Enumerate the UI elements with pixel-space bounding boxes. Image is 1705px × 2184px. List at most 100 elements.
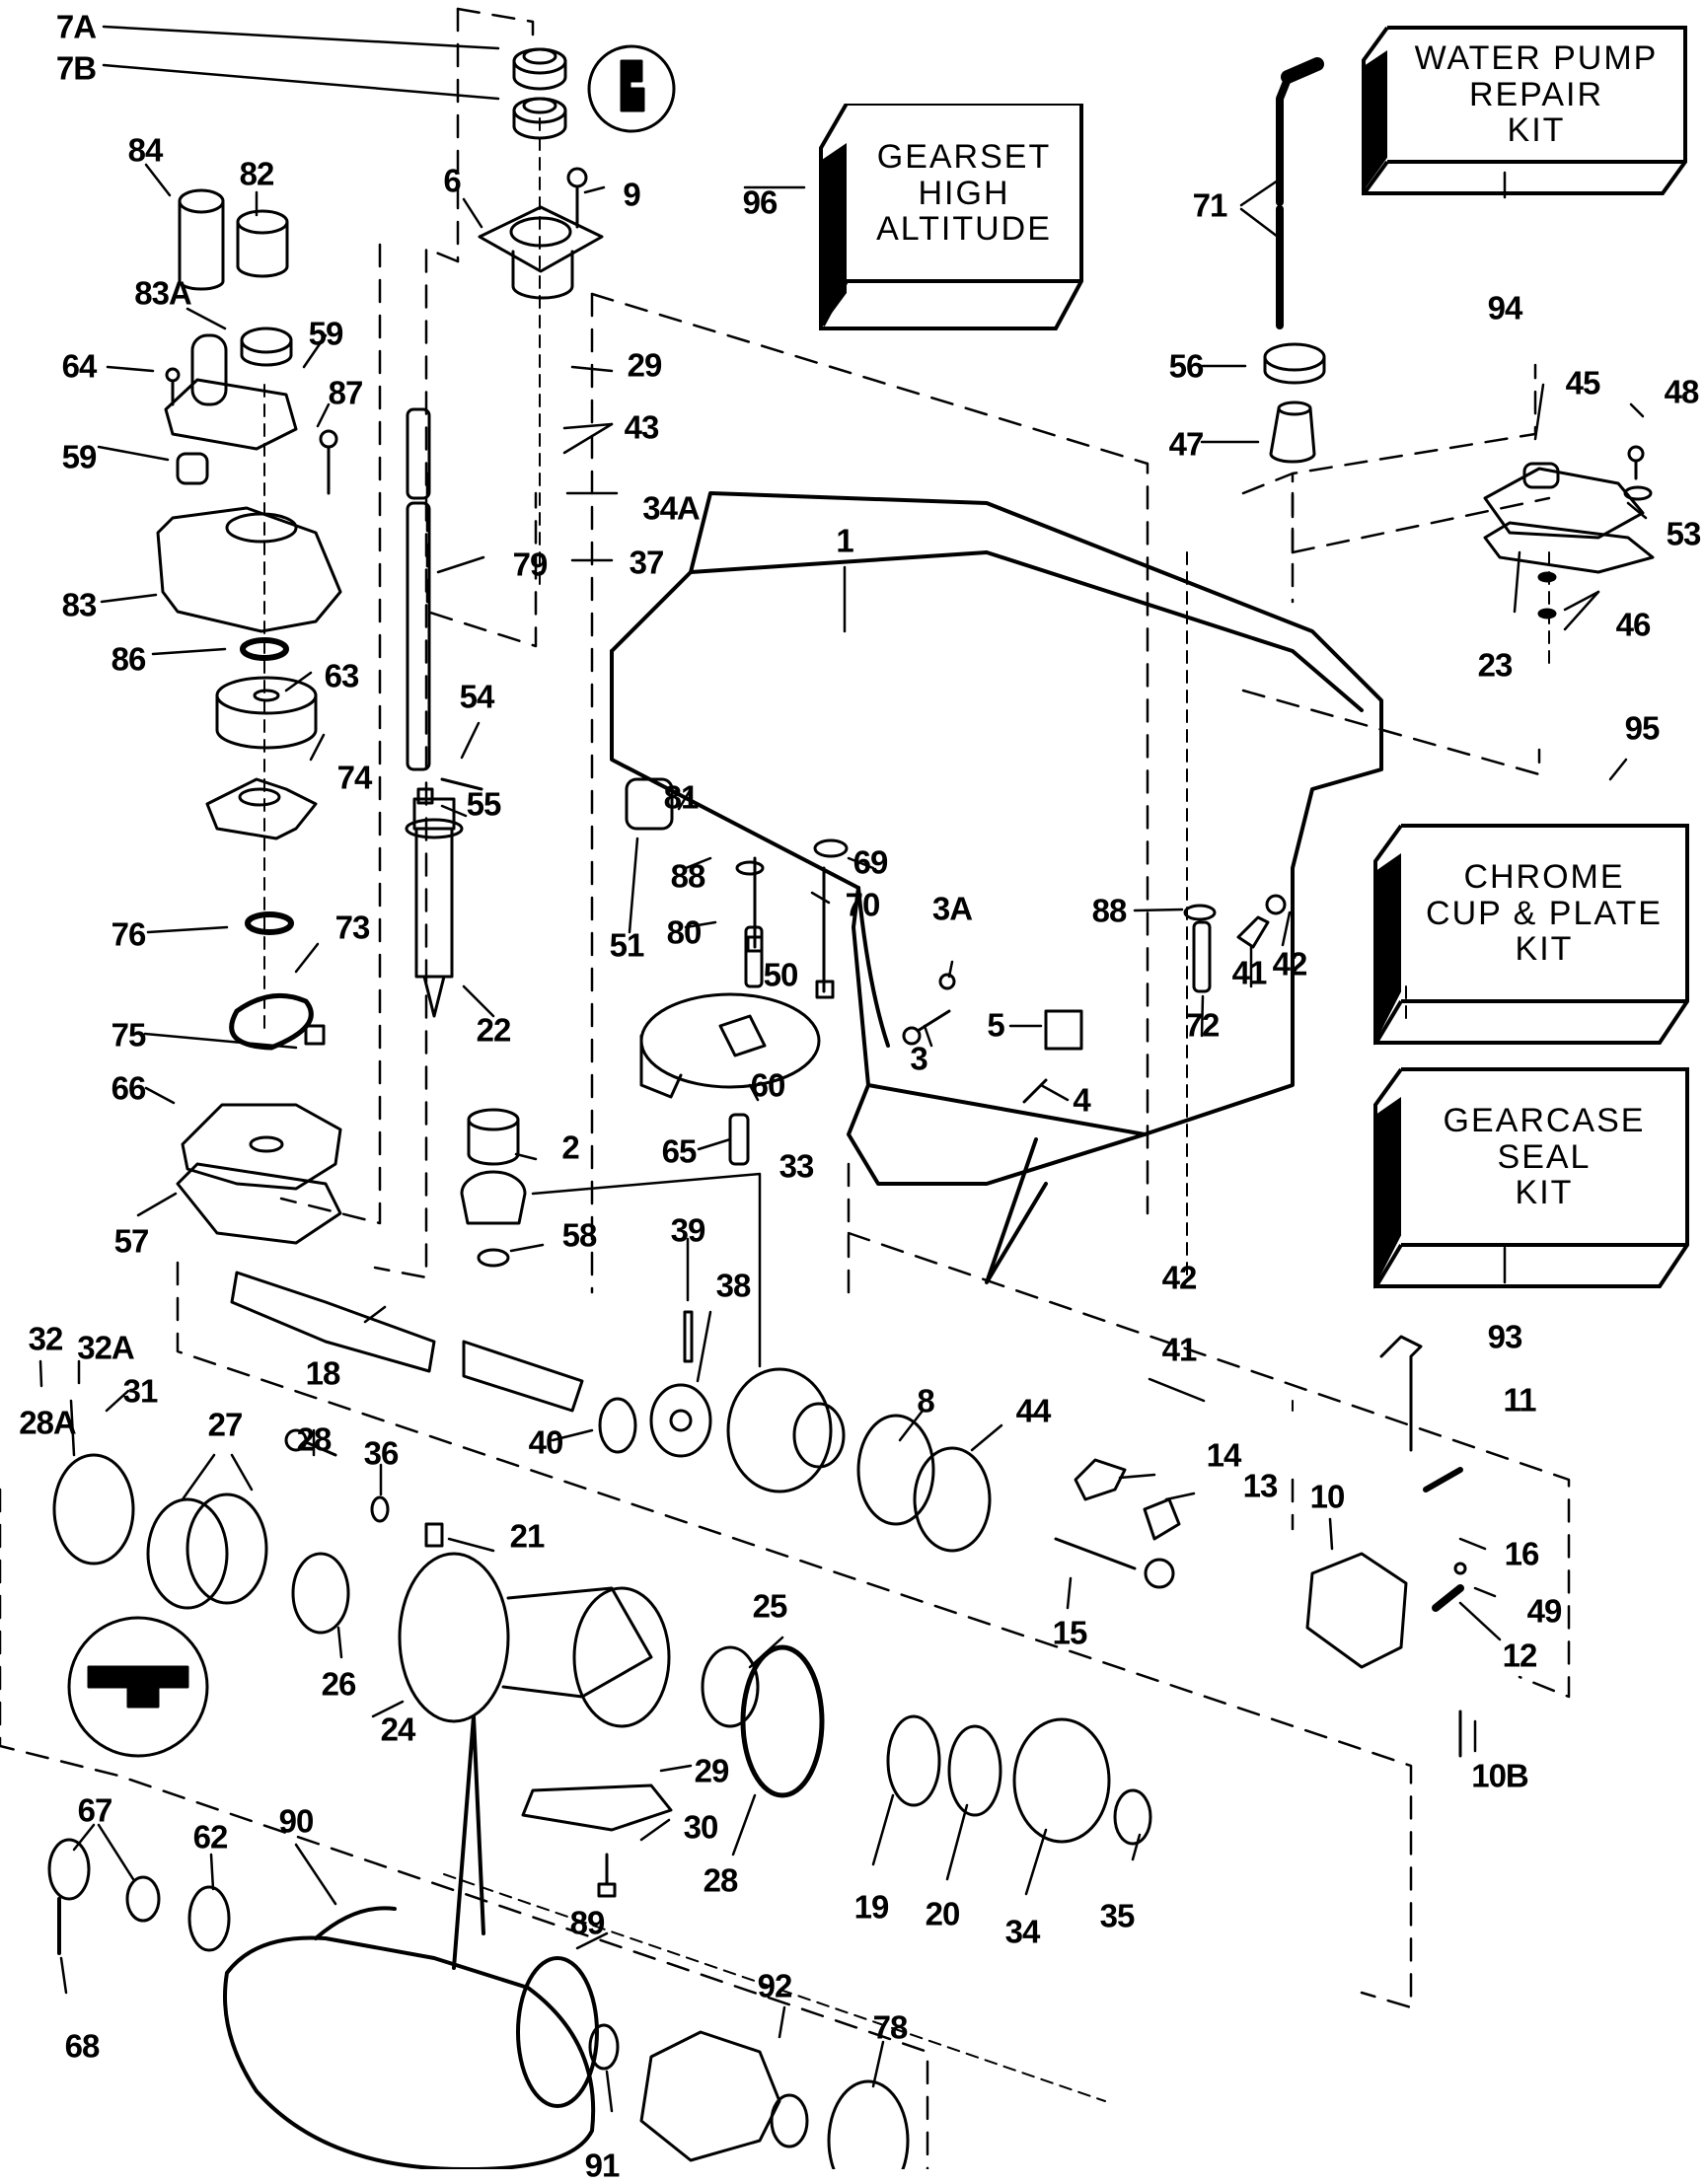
part-callout-89: 89 xyxy=(569,1904,606,1941)
ring-40 xyxy=(598,1397,637,1454)
washer-44 xyxy=(913,1446,992,1553)
pump-top-plate xyxy=(164,333,298,451)
washer-78 xyxy=(827,2079,910,2169)
part-callout-13: 13 xyxy=(1242,1467,1279,1504)
screw-28 xyxy=(284,1428,337,1457)
part-callout-27: 27 xyxy=(207,1406,244,1443)
part-callout-42: 42 xyxy=(1272,945,1308,983)
part-callout-59: 59 xyxy=(308,315,344,352)
screw-72 xyxy=(1192,920,1212,993)
part-callout-82: 82 xyxy=(239,155,275,192)
kit-line: SEAL xyxy=(1497,1137,1592,1176)
key-75 xyxy=(304,1024,326,1046)
impeller-74 xyxy=(205,777,318,840)
part-callout-28a: 28A xyxy=(19,1404,77,1441)
shim-20 xyxy=(947,1724,1002,1817)
spline-washer-67 xyxy=(47,1838,91,1901)
screw-9 xyxy=(566,167,588,229)
part-callout-49: 49 xyxy=(1526,1592,1563,1630)
part-callout-47: 47 xyxy=(1168,425,1205,463)
fitting-41 xyxy=(1236,915,1270,949)
part-callout-83: 83 xyxy=(61,586,98,623)
part-callout-22: 22 xyxy=(476,1011,512,1049)
part-callout-24: 24 xyxy=(380,1711,416,1748)
part-callout-41: 41 xyxy=(1161,1331,1198,1368)
seal-27a xyxy=(146,1497,229,1610)
shift-detent-14 xyxy=(1074,1458,1127,1501)
part-callout-31: 31 xyxy=(122,1372,159,1410)
part-callout-7a: 7A xyxy=(55,8,97,45)
part-callout-63: 63 xyxy=(324,657,360,694)
bearing-26 xyxy=(291,1552,350,1635)
plate-29 xyxy=(521,1784,673,1832)
pump-plate-66 xyxy=(181,1103,342,1191)
kit-label: CHROME CUP & PLATE KIT xyxy=(1401,826,1687,1001)
part-callout-45: 45 xyxy=(1565,364,1601,401)
nut-62 xyxy=(187,1885,231,1952)
part-callout-33: 33 xyxy=(778,1147,815,1185)
washer-36 xyxy=(370,1495,390,1523)
part-callout-56: 56 xyxy=(1168,347,1205,385)
kit-line: KIT xyxy=(1515,1174,1574,1212)
part-callout-74: 74 xyxy=(336,759,373,796)
screw-30 xyxy=(597,1853,617,1898)
trim-tab-60 xyxy=(639,992,821,1099)
kit-gearset-high-altitude: GEARSET HIGH ALTITUDE xyxy=(819,104,1083,330)
part-callout-8: 8 xyxy=(917,1382,934,1420)
part-callout-25: 25 xyxy=(752,1587,788,1625)
part-callout-42: 42 xyxy=(1161,1259,1198,1296)
part-callout-34: 34 xyxy=(1004,1913,1041,1950)
washer-69 xyxy=(813,838,849,858)
ball-49 xyxy=(1453,1562,1467,1575)
part-callout-46: 46 xyxy=(1615,606,1652,643)
thrust-hub-92 xyxy=(639,2030,809,2162)
part-callout-39: 39 xyxy=(670,1211,706,1249)
ring-86 xyxy=(240,637,289,661)
shift-yoke-13 xyxy=(1143,1497,1181,1541)
nut-3a xyxy=(938,973,956,990)
part-callout-62: 62 xyxy=(192,1818,229,1856)
kit-line: GEARSET xyxy=(876,137,1052,176)
forward-gear xyxy=(726,1367,846,1493)
kit-line: REPAIR xyxy=(1468,75,1604,113)
part-callout-72: 72 xyxy=(1184,1006,1221,1044)
part-callout-60: 60 xyxy=(750,1066,786,1104)
part-callout-7b: 7B xyxy=(55,49,97,87)
part-callout-54: 54 xyxy=(459,678,495,715)
pin-55 xyxy=(416,787,434,805)
bushing-59 xyxy=(176,452,209,485)
kit-water-pump-repair: WATER PUMP REPAIR KIT xyxy=(1362,26,1687,195)
kit-number-95: 95 xyxy=(1624,709,1661,747)
kit-label: WATER PUMP REPAIR KIT xyxy=(1387,28,1685,162)
part-callout-28: 28 xyxy=(296,1420,333,1458)
spring-12 xyxy=(1432,1584,1464,1612)
kit-line: WATER PUMP xyxy=(1414,38,1659,77)
kit-line: GEARCASE xyxy=(1443,1101,1646,1139)
part-callout-88: 88 xyxy=(1091,892,1128,929)
part-callout-29: 29 xyxy=(627,346,663,384)
part-callout-41: 41 xyxy=(1231,954,1268,991)
leader-lines xyxy=(38,25,1648,2113)
kit-gearcase-seal: GEARCASE SEAL KIT xyxy=(1373,1067,1689,1289)
part-callout-20: 20 xyxy=(925,1895,961,1932)
part-callout-55: 55 xyxy=(466,785,502,823)
part-callout-90: 90 xyxy=(278,1802,315,1840)
bearing-25 xyxy=(701,1645,760,1728)
impeller-cup-63 xyxy=(215,676,318,750)
part-callout-9: 9 xyxy=(623,176,640,213)
kit-box-outline xyxy=(1373,1067,1689,1288)
screw-87 xyxy=(319,429,338,495)
part-callout-65: 65 xyxy=(661,1132,698,1170)
part-callout-66: 66 xyxy=(111,1069,147,1107)
bolt-80 xyxy=(744,925,764,988)
part-callout-21: 21 xyxy=(509,1517,546,1555)
washer-53 xyxy=(1623,485,1653,501)
propshaft-18 xyxy=(230,1271,584,1413)
washers-46 xyxy=(1537,571,1557,619)
kit-line: KIT xyxy=(1515,930,1574,969)
seal-7b xyxy=(512,97,567,140)
part-callout-83a: 83A xyxy=(134,274,192,312)
grommet-42 xyxy=(1265,894,1287,915)
part-callout-23: 23 xyxy=(1477,646,1514,684)
o-ring-28 xyxy=(740,1644,825,1798)
